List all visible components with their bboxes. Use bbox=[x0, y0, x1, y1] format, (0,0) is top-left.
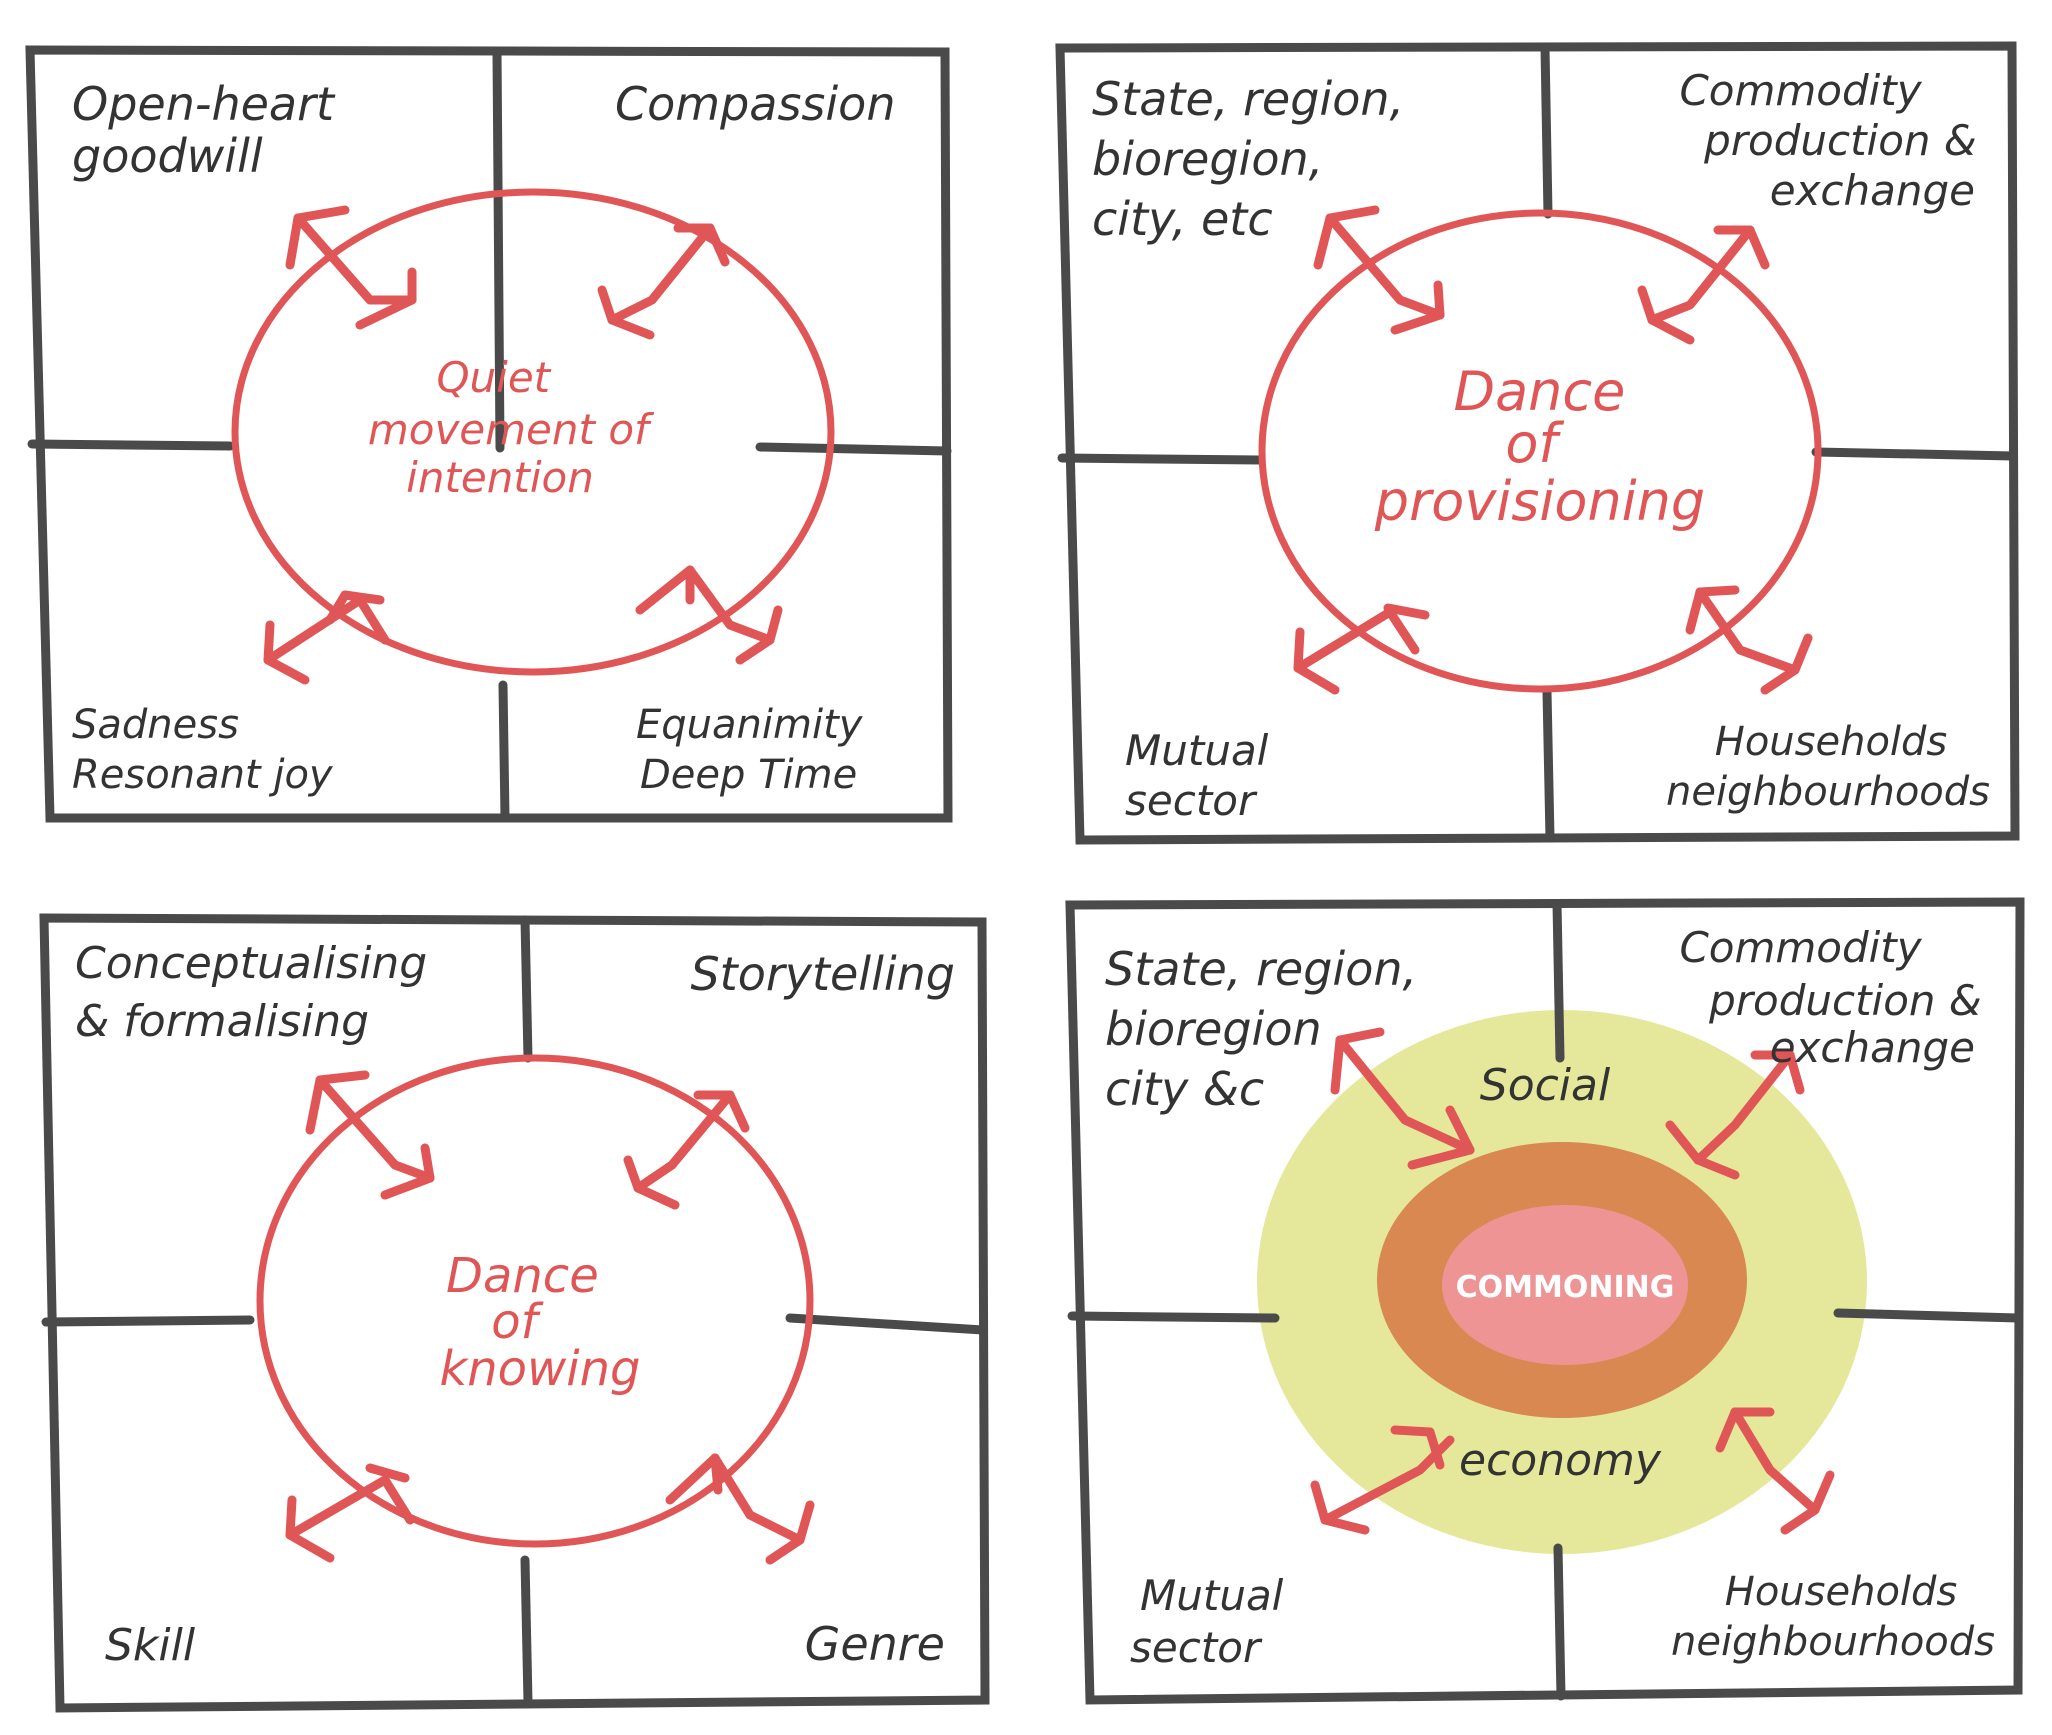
label-line: Genre bbox=[805, 1617, 945, 1671]
commoning-core bbox=[1442, 1205, 1688, 1365]
quadrant-top-left-label: Conceptualising & formalising bbox=[75, 938, 441, 1047]
label-line: sector bbox=[1125, 776, 1258, 825]
label-line: bioregion bbox=[1105, 1002, 1322, 1056]
label-line: State, region, bbox=[1092, 72, 1404, 126]
label-line: Sadness bbox=[72, 702, 239, 748]
quadrant-bottom-left-label: Mutual sector bbox=[1130, 1571, 1297, 1672]
center-label-line: Dance bbox=[1454, 360, 1626, 423]
center-label-line: movement of bbox=[368, 405, 655, 454]
ring-top-label: Social bbox=[1480, 1060, 1611, 1111]
cycle-ring bbox=[231, 188, 835, 676]
label-line: bioregion, bbox=[1092, 132, 1323, 186]
label-line: exchange bbox=[1770, 1023, 1975, 1072]
label-line: Conceptualising bbox=[75, 938, 427, 989]
center-label-line: Dance bbox=[446, 1248, 599, 1304]
panel-intention: Quiet movement of intention Open-heart g… bbox=[25, 45, 953, 823]
panel-frame bbox=[1055, 41, 2020, 845]
center-label-line: intention bbox=[406, 453, 594, 502]
label-line: Storytelling bbox=[690, 947, 955, 1001]
panel-frame bbox=[39, 913, 990, 1713]
label-line: goodwill bbox=[72, 129, 263, 183]
label-line: Commodity bbox=[1679, 66, 1922, 115]
cycle-ring bbox=[256, 1054, 814, 1548]
label-line: Commodity bbox=[1679, 923, 1922, 972]
label-line: Skill bbox=[105, 1620, 196, 1671]
quadrant-top-right-label: Compassion bbox=[615, 77, 895, 131]
label-line: city &c bbox=[1105, 1062, 1264, 1116]
label-line: State, region, bbox=[1105, 942, 1417, 996]
label-line: neighbourhoods bbox=[1666, 769, 1990, 815]
quadrant-bottom-right-label: Equanimity Deep Time bbox=[636, 702, 875, 798]
label-line: Compassion bbox=[615, 77, 895, 131]
center-label: Dance of provisioning bbox=[1374, 360, 1705, 533]
label-line: Deep Time bbox=[640, 752, 857, 798]
quadrant-top-left-label: State, region, bioregion, city, etc bbox=[1092, 72, 1419, 246]
quadrant-top-left-label: State, region, bioregion city &c bbox=[1105, 942, 1432, 1116]
label-line: city, etc bbox=[1092, 192, 1273, 246]
panel-frame bbox=[1065, 897, 2025, 1705]
center-label-line: of bbox=[491, 1294, 543, 1350]
cycle-arrows bbox=[285, 1070, 815, 1565]
label-line: exchange bbox=[1770, 166, 1975, 215]
cycle-arrows bbox=[1310, 1027, 1835, 1535]
cycle-arrows bbox=[1293, 205, 1813, 695]
label-line: production & bbox=[1708, 976, 1982, 1025]
label-line: Households bbox=[1715, 719, 1948, 765]
quadrant-top-right-label: Commodity production & exchange bbox=[1679, 923, 1995, 1072]
quadrant-bottom-right-label: Households neighbourhoods bbox=[1671, 1569, 1995, 1665]
center-label-line: of bbox=[1505, 412, 1564, 475]
label-line: Households bbox=[1725, 1569, 1958, 1615]
cycle-arrows bbox=[263, 205, 783, 685]
label-line: sector bbox=[1130, 1623, 1263, 1672]
label-line: neighbourhoods bbox=[1671, 1619, 1995, 1665]
center-label: Quiet movement of intention bbox=[368, 353, 662, 502]
quadrant-bottom-right-label: Households neighbourhoods bbox=[1666, 719, 1990, 815]
quadrant-bottom-left-label: Sadness Resonant joy bbox=[72, 702, 334, 798]
panel-knowing: Dance of knowing Conceptualising & forma… bbox=[39, 913, 990, 1713]
label-line: Resonant joy bbox=[72, 752, 334, 798]
center-label-line: Quiet bbox=[436, 353, 551, 402]
quadrant-bottom-left-label: Mutual sector bbox=[1125, 726, 1282, 825]
quadrant-top-right-label: Commodity production & exchange bbox=[1679, 66, 1990, 215]
quadrant-bottom-left-label: Skill bbox=[105, 1620, 196, 1671]
label-line: production & bbox=[1703, 116, 1977, 165]
core-label: COMMONING bbox=[1456, 1270, 1675, 1305]
label-line: Open-heart bbox=[72, 77, 336, 131]
label-line: & formalising bbox=[75, 996, 369, 1047]
cycle-ring bbox=[1258, 209, 1822, 693]
quadrant-top-left-label: Open-heart goodwill bbox=[72, 77, 349, 183]
label-line: Mutual bbox=[1125, 726, 1269, 775]
center-label-line: provisioning bbox=[1374, 470, 1705, 533]
ring-bottom-label: economy bbox=[1459, 1435, 1662, 1486]
quadrant-top-right-label: Storytelling bbox=[690, 947, 955, 1001]
label-line: Equanimity bbox=[636, 702, 864, 748]
label-line: Mutual bbox=[1140, 1571, 1284, 1620]
center-label: Dance of knowing bbox=[439, 1248, 640, 1397]
quadrant-bottom-right-label: Genre bbox=[805, 1617, 945, 1671]
panel-provisioning: Dance of provisioning State, region, bio… bbox=[1055, 41, 2020, 845]
panel-frame bbox=[25, 45, 953, 823]
center-label-line: knowing bbox=[439, 1341, 640, 1397]
panel-commoning: Social economy COMMONING State, region, … bbox=[1065, 897, 2025, 1705]
